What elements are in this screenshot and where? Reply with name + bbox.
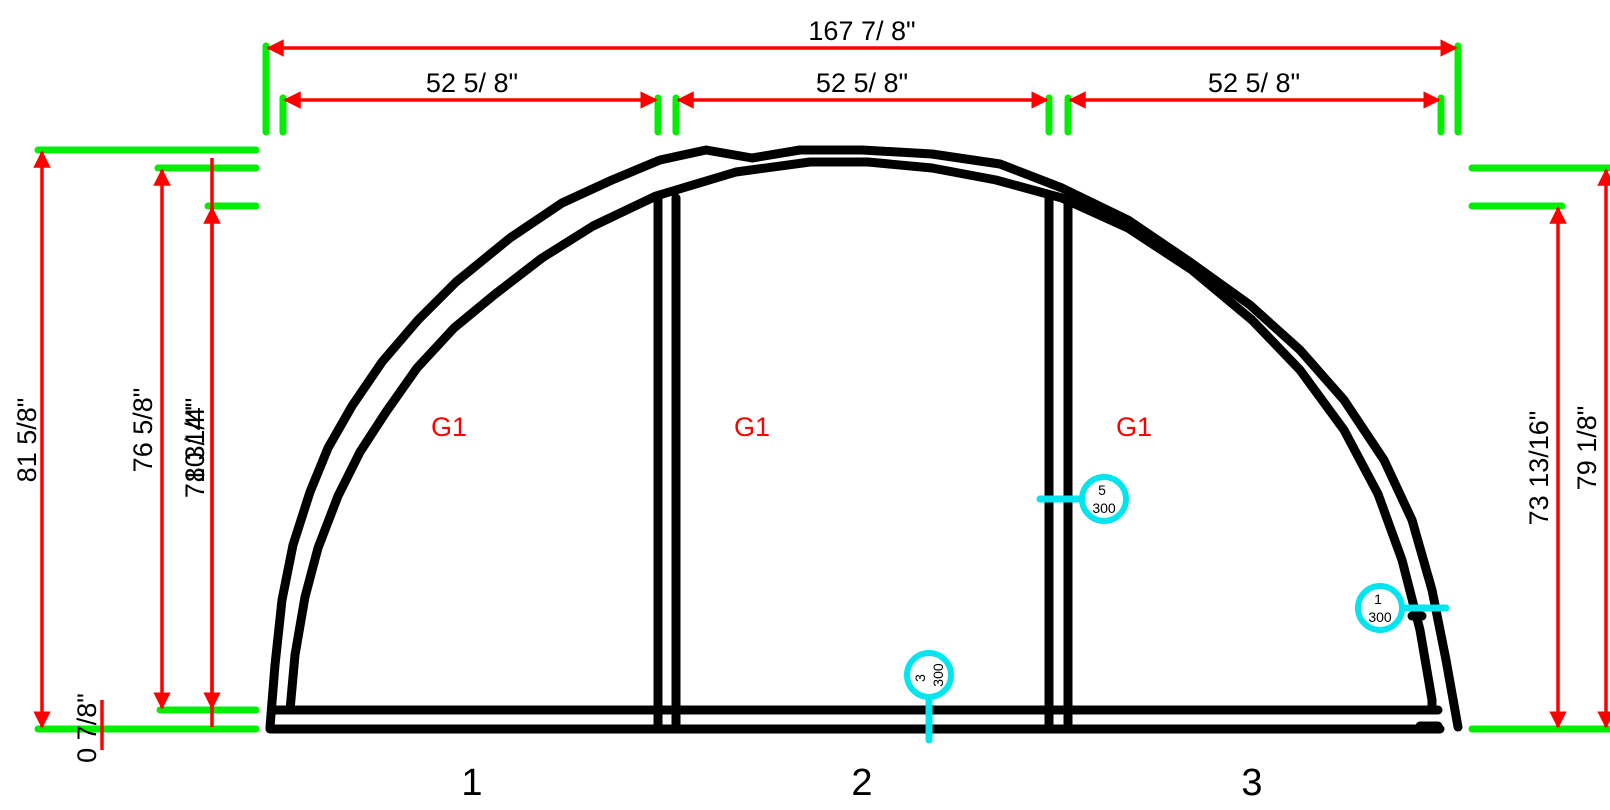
callout-tag-5[interactable]: 5 300 xyxy=(1036,474,1129,524)
bottom-offset-dimension: 0 7/8" xyxy=(72,693,102,763)
glass-label-section-2: G1 xyxy=(734,412,770,442)
callout-1-top: 1 xyxy=(1374,591,1382,607)
glass-label-section-3: G1 xyxy=(1116,412,1152,442)
section-number-3: 3 xyxy=(1241,762,1262,804)
section-2-width-dimension: 52 5/ 8" xyxy=(816,68,908,98)
callout-1-bottom: 300 xyxy=(1368,609,1392,625)
left-middle-height-dimension: 76 5/8" xyxy=(128,388,158,473)
left-inner-height-dimension-a: 71 3/ 4" xyxy=(180,406,210,498)
section-number-1: 1 xyxy=(461,762,482,804)
callout-3-bottom: 300 xyxy=(930,663,946,687)
callout-5-top: 5 xyxy=(1098,482,1106,498)
callout-tag-1[interactable]: 1 300 xyxy=(1355,583,1450,633)
extension-lines xyxy=(34,42,1610,733)
callout-3-top: 3 xyxy=(912,674,928,682)
section-1-width-dimension: 52 5/ 8" xyxy=(426,68,518,98)
right-outer-height-dimension: 79 1/8" xyxy=(1572,406,1602,491)
arched-frame xyxy=(265,145,1463,734)
left-inner-height-dimension-b: 80 1/4" xyxy=(180,398,210,483)
section-3-width-dimension: 52 5/ 8" xyxy=(1208,68,1300,98)
callout-5-bottom: 300 xyxy=(1092,500,1116,516)
left-outer-height-dimension: 81 5/8" xyxy=(12,398,42,483)
section-number-2: 2 xyxy=(851,762,872,804)
callout-tag-3[interactable]: 3 300 xyxy=(904,650,954,744)
overall-width-dimension: 167 7/ 8" xyxy=(808,16,915,46)
glass-label-section-1: G1 xyxy=(431,412,467,442)
dimension-lines xyxy=(33,39,1610,750)
right-inner-height-dimension: 73 13/16" xyxy=(1524,411,1554,526)
